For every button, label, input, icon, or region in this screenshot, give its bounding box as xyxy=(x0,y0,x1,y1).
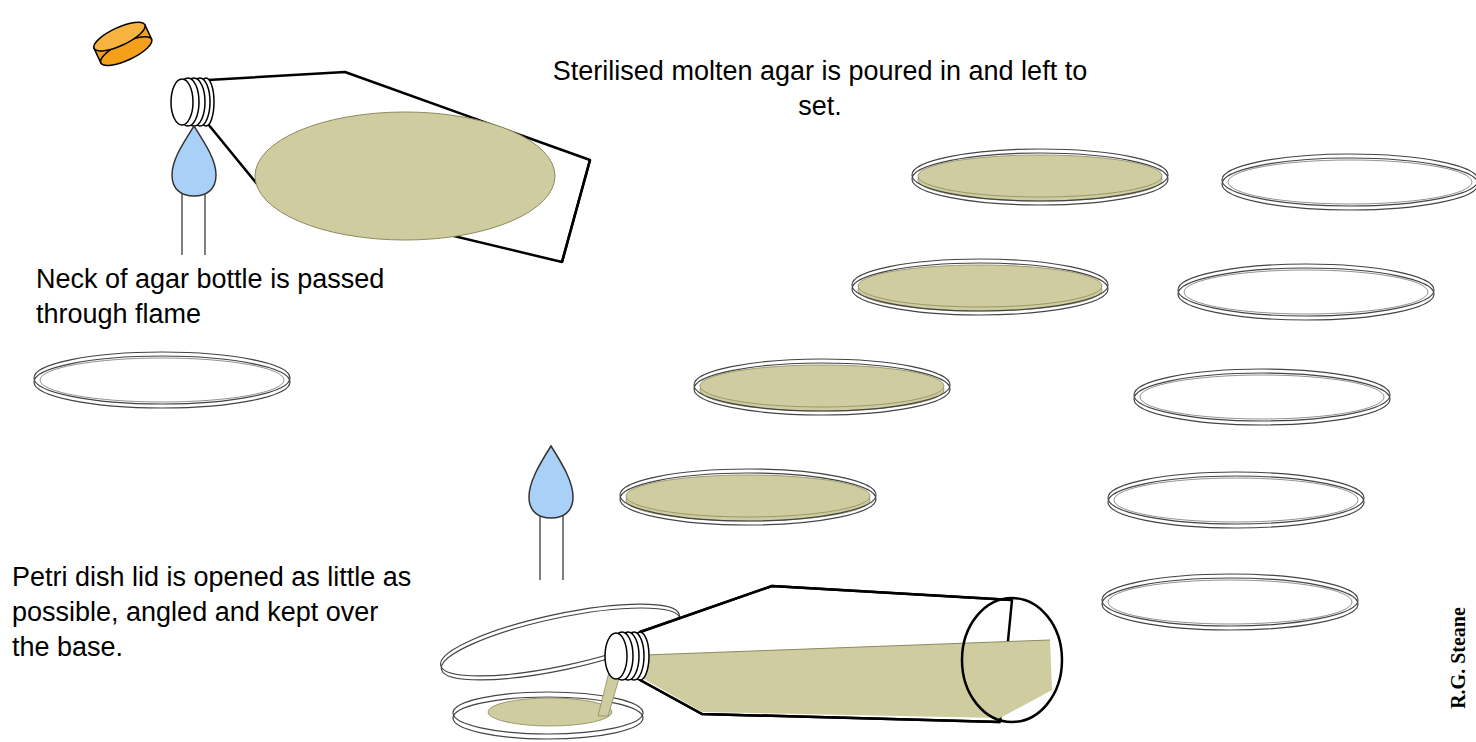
petri-dish-agar xyxy=(852,259,1108,315)
petri-dish xyxy=(1134,369,1390,425)
bunsen-burner xyxy=(172,126,216,255)
petri-dish-agar xyxy=(912,149,1168,205)
step-note: Sterilised molten agar is poured in and … xyxy=(540,54,1100,124)
petri-dish-agar xyxy=(694,359,950,415)
bunsen-burner xyxy=(529,446,573,580)
petri-dish-agar xyxy=(620,469,876,525)
petri-dish xyxy=(1108,472,1364,528)
petri-dish-base xyxy=(453,692,643,739)
agar-bottle xyxy=(605,586,1062,722)
step-note: Petri dish lid is opened as little as po… xyxy=(12,560,412,665)
petri-dish xyxy=(1102,574,1358,630)
bottle-cap xyxy=(90,17,155,71)
petri-dish xyxy=(1222,154,1476,210)
author-watermark: R.G. Steane xyxy=(1444,578,1472,738)
agar-bottle xyxy=(171,72,590,262)
step-note: Neck of agar bottle is passed through fl… xyxy=(36,262,416,332)
petri-dish xyxy=(34,352,290,408)
petri-dish xyxy=(1178,264,1434,320)
